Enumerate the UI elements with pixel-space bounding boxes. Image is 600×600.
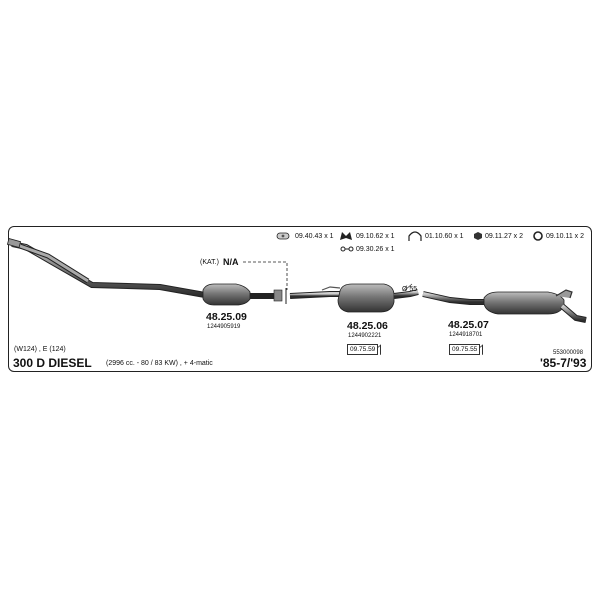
- oem-number-3: 1244918701: [449, 332, 483, 338]
- hardware-item-5: 09.11.27 x 2: [485, 233, 524, 240]
- hardware-item-1: 09.40.43 x 1: [295, 233, 334, 240]
- accessory-ref-3[interactable]: 09.75.55: [449, 344, 481, 355]
- silencer-48-25-06: [337, 283, 395, 313]
- production-years: '85-7/'93: [540, 356, 587, 370]
- accessory-ref-2[interactable]: 09.75.59: [347, 344, 379, 355]
- oem-number-1: 1244905919: [207, 324, 241, 330]
- silencer-48-25-07: [483, 289, 573, 315]
- hardware-item-3: 09.30.26 x 1: [356, 246, 395, 253]
- catalyst-value: N/A: [223, 257, 239, 267]
- oem-number-2: 1244902221: [348, 333, 382, 339]
- part-number-2[interactable]: 48.25.06: [347, 320, 388, 332]
- diagram-frame: [8, 226, 592, 372]
- part-number-1[interactable]: 48.25.09: [206, 311, 247, 323]
- catalyst-prefix: (KAT.): [200, 259, 219, 266]
- silencer-48-25-09: [202, 283, 251, 306]
- pipe-joint: [273, 289, 283, 302]
- vehicle-series: (W124) , E (124): [14, 346, 66, 353]
- hardware-item-4: 01.10.60 x 1: [425, 233, 464, 240]
- vehicle-model: 300 D DIESEL: [13, 356, 92, 370]
- flange: [6, 238, 22, 248]
- hardware-item-2: 09.10.62 x 1: [356, 233, 395, 240]
- part-number-3[interactable]: 48.25.07: [448, 319, 489, 331]
- hardware-item-6: 09.10.11 x 2: [546, 233, 585, 240]
- pipe-diameter-label: Ø 55: [402, 286, 418, 293]
- diagram-code: 553000098: [553, 350, 584, 356]
- vehicle-spec: (2996 cc. - 80 / 83 KW) , + 4-matic: [106, 360, 213, 367]
- catalyst-leader-line: [243, 261, 288, 290]
